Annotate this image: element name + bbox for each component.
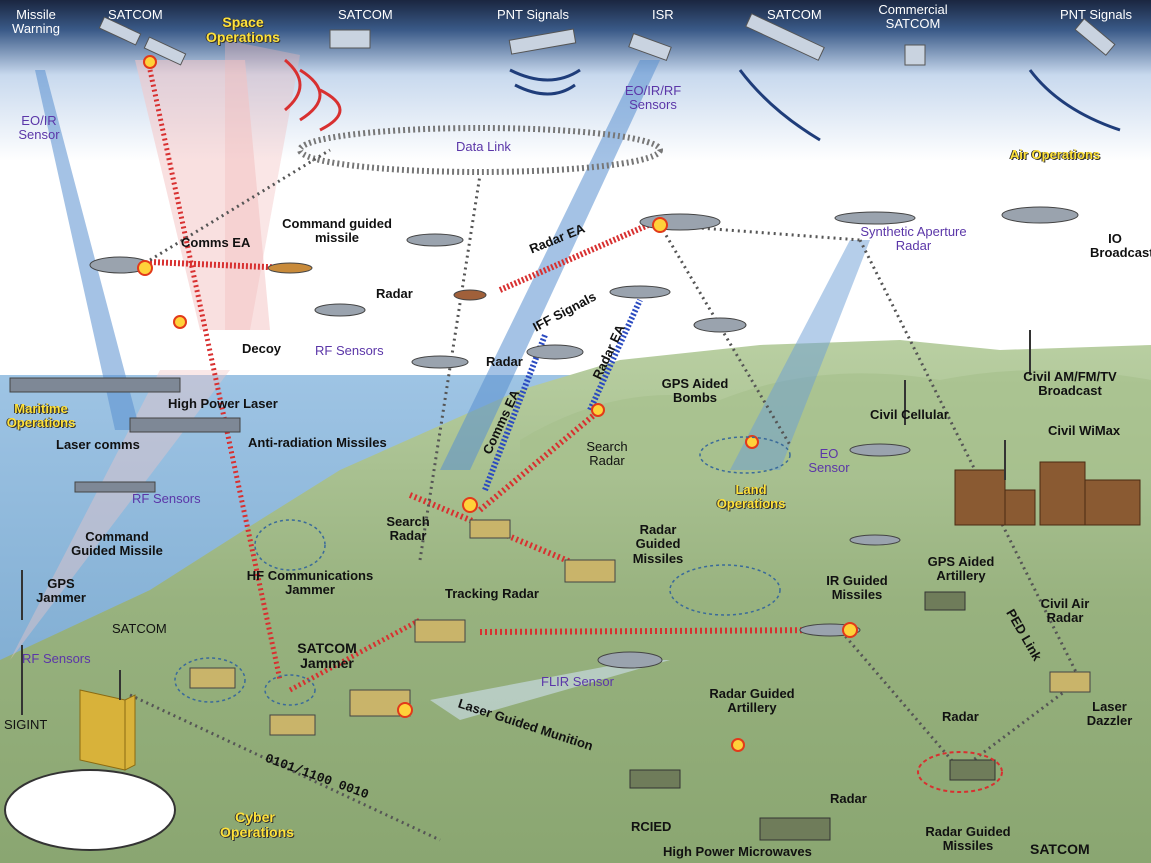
label-eoirrf-sensors: EO/IR/RF Sensors <box>624 83 682 113</box>
label-rcied: RCIED <box>631 819 672 834</box>
label-laser-dazzler: Laser Dazzler <box>1086 699 1133 729</box>
label-search-radar-2: Search Radar <box>586 439 628 469</box>
armor <box>629 591 996 841</box>
label-high-power-laser: High Power Laser <box>168 396 278 411</box>
label-satcom-jammer: SATCOM Jammer <box>297 640 357 672</box>
label-maritime-operations: Maritime Operations <box>6 401 76 431</box>
signal-arcs <box>284 58 342 132</box>
ea-cone-maritime <box>10 370 230 660</box>
label-comms-ea: Comms EA <box>181 235 251 250</box>
label-eoir-sensor: EO/IR Sensor <box>18 113 60 143</box>
label-high-power-microwaves: High Power Microwaves <box>663 844 812 859</box>
satellites <box>98 13 1116 66</box>
label-cyber-operations: Cyber Operations <box>220 809 294 841</box>
explosions <box>137 55 858 752</box>
label-radar-guided-artillery: Radar Guided Artillery <box>709 686 795 716</box>
pnt-arcs <box>509 68 1121 142</box>
label-command-guided-missile-2: Command Guided Missile <box>71 529 163 559</box>
label-civil-wimax: Civil WiMax <box>1048 423 1121 438</box>
label-civil-cellular: Civil Cellular <box>870 407 949 422</box>
label-satcom-2: SATCOM <box>338 7 393 22</box>
label-gps-aided-artillery: GPS Aided Artillery <box>927 554 995 584</box>
label-satcom-ground: SATCOM <box>112 621 167 636</box>
label-civil-air-radar: Civil Air Radar <box>1040 596 1090 626</box>
label-anti-radiation-missiles: Anti-radiation Missiles <box>248 435 387 450</box>
label-command-guided-missile: Command guided missile <box>282 216 392 246</box>
ea-cone-left <box>135 60 270 330</box>
label-sar: Synthetic Aperture Radar <box>860 224 967 254</box>
radar-cluster-ring <box>917 751 1003 793</box>
tracking-link <box>479 627 841 635</box>
label-rf-sensors-1: RF Sensors <box>315 343 384 358</box>
sensor-beam-eoir <box>35 70 140 430</box>
label-radar-1: Radar <box>376 286 413 301</box>
label-civil-amfmtv: Civil AM/FM/TV Broadcast <box>1023 369 1117 399</box>
label-commercial-satcom: Commercial SATCOM <box>878 2 948 32</box>
label-laser-comms: Laser comms <box>56 437 140 452</box>
label-eo-sensor: EO Sensor <box>808 446 850 476</box>
radar-ea-link <box>498 219 657 293</box>
label-radar-2: Radar <box>486 354 523 369</box>
label-io-broadcast: IO Broadcast <box>1090 231 1151 261</box>
label-tracking-radar: Tracking Radar <box>445 586 539 601</box>
cyber-network <box>4 769 176 851</box>
sensor-beam-isr <box>440 60 660 470</box>
label-radar-guided-missiles: Radar Guided Missiles <box>632 522 684 566</box>
label-isr: ISR <box>652 7 674 22</box>
ships <box>9 377 241 493</box>
label-gps-aided-bombs: GPS Aided Bombs <box>661 376 729 406</box>
label-space-operations: Space Operations <box>206 14 280 46</box>
label-radar-4: Radar <box>830 791 867 806</box>
label-satcom-bottom: SATCOM <box>1030 841 1090 857</box>
label-radar-guided-missiles-2: Radar Guided Missiles <box>925 824 1011 854</box>
label-decoy: Decoy <box>242 341 282 356</box>
comms-ea-link <box>149 259 291 271</box>
ground-units <box>189 519 1091 736</box>
label-data-link: Data Link <box>456 139 511 154</box>
label-gps-jammer: GPS Jammer <box>36 576 86 606</box>
label-land-operations: Land Operations <box>716 482 786 512</box>
satcom-jam-link <box>147 69 283 681</box>
label-sigint: SIGINT <box>4 717 48 732</box>
towers <box>21 330 1031 715</box>
label-satcom-1: SATCOM <box>108 7 163 22</box>
label-radar-3: Radar <box>942 709 979 724</box>
city-skyline <box>954 461 1141 526</box>
label-hf-comm-jammer: HF Communications Jammer <box>246 568 374 598</box>
sensor-beam-sar <box>730 240 870 470</box>
hills <box>520 370 1151 470</box>
label-rf-sensors-2: RF Sensors <box>132 491 201 506</box>
radar-link-2 <box>478 407 602 513</box>
label-pnt-signals-2: PNT Signals <box>1060 7 1133 22</box>
label-pnt-signals-1: PNT Signals <box>497 7 570 22</box>
label-satcom-3: SATCOM <box>767 7 822 22</box>
label-rf-sensors-3: RF Sensors <box>22 651 91 666</box>
label-search-radar-1: Search Radar <box>386 514 430 544</box>
radar-ea-beam <box>587 298 643 412</box>
cyber-building <box>79 689 136 771</box>
ea-cone-space <box>225 40 300 330</box>
data-link-ring <box>297 125 663 175</box>
label-air-operations: Air Operations <box>1009 147 1101 162</box>
label-missile-warning: Missile Warning <box>12 7 60 37</box>
label-flir-sensor: FLIR Sensor <box>541 674 614 689</box>
zone-ellipses <box>174 436 791 706</box>
label-ir-guided-missiles: IR Guided Missiles <box>826 573 888 603</box>
sensor-beam-flir <box>430 660 670 720</box>
